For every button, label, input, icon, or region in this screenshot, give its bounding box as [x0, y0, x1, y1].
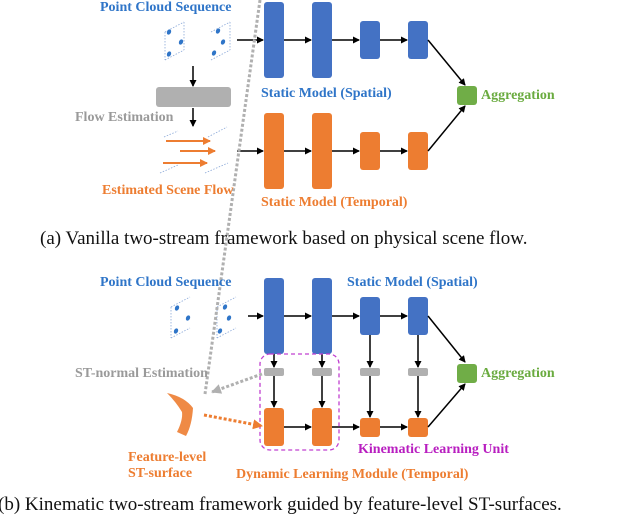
dotted-arrow-st-normal: [203, 0, 262, 395]
label-point-cloud-sequence: Point Cloud Sequence: [100, 275, 232, 290]
label-aggregation: Aggregation: [481, 366, 555, 381]
label-st-normal-estimation: ST-normal Estimation: [75, 366, 208, 381]
point-cloud-frame-2: [210, 21, 231, 61]
label-dynamic-learning-module: Dynamic Learning Module (Temporal): [236, 467, 469, 482]
label-static-model-temporal: Static Model (Temporal): [261, 195, 408, 210]
label-static-model-spatial: Static Model (Spatial): [261, 86, 392, 101]
temporal-block-4: [408, 132, 428, 170]
label-point-cloud-sequence: Point Cloud Sequence: [100, 0, 232, 15]
aggregation-block: [457, 364, 477, 383]
panel-a: [156, 2, 477, 189]
spatial-block-4: [408, 297, 428, 335]
flow-estimation-box: [156, 87, 231, 107]
spatial-block-2: [312, 2, 332, 78]
temporal-block-1: [264, 113, 284, 189]
arrow: [427, 39, 466, 86]
point-cloud-frame-1: [170, 296, 191, 339]
kinematic-block-2: [408, 418, 428, 437]
st-normal-box-4: [408, 368, 428, 376]
spatial-block-4: [408, 21, 428, 59]
spatial-block-2: [312, 278, 332, 354]
aggregation-block: [457, 86, 477, 105]
spatial-block-3: [360, 21, 380, 59]
arrow: [427, 315, 466, 363]
point-cloud-frame-2: [216, 296, 237, 339]
st-normal-box-1: [264, 368, 284, 376]
scene-flow-icon: [159, 126, 229, 174]
label-aggregation: Aggregation: [481, 88, 555, 103]
caption-b: (b) Kinematic two-stream framework guide…: [0, 494, 562, 515]
temporal-block-3: [360, 132, 380, 170]
arrow: [427, 105, 466, 152]
spatial-block-3: [360, 297, 380, 335]
temporal-block-2: [312, 113, 332, 189]
label-static-model-spatial: Static Model (Spatial): [347, 275, 478, 290]
st-surface-shape: [167, 393, 193, 436]
panel-b: [167, 0, 477, 451]
spatial-block-1: [264, 2, 284, 78]
label-feature-level: Feature-level: [128, 450, 207, 465]
label-st-surface: ST-surface: [128, 466, 193, 481]
label-estimated-scene-flow: Estimated Scene Flow: [102, 183, 234, 198]
kinematic-block-1: [360, 418, 380, 437]
caption-a: (a) Vanilla two-stream framework based o…: [40, 228, 528, 249]
point-cloud-frame-1: [164, 21, 185, 61]
arrow: [427, 383, 466, 428]
label-flow-estimation: Flow Estimation: [75, 110, 174, 125]
spatial-block-1: [264, 278, 284, 354]
st-normal-box-3: [360, 368, 380, 376]
dynamic-learning-module-box: [259, 353, 340, 451]
dynamic-block-1: [264, 408, 284, 446]
label-kinematic-learning-unit: Kinematic Learning Unit: [358, 442, 509, 457]
dotted-arrow-st-surface: [203, 413, 263, 430]
dotted-arrow-st-normal: [211, 372, 263, 394]
st-normal-box-2: [312, 368, 332, 376]
dynamic-block-2: [312, 408, 332, 446]
